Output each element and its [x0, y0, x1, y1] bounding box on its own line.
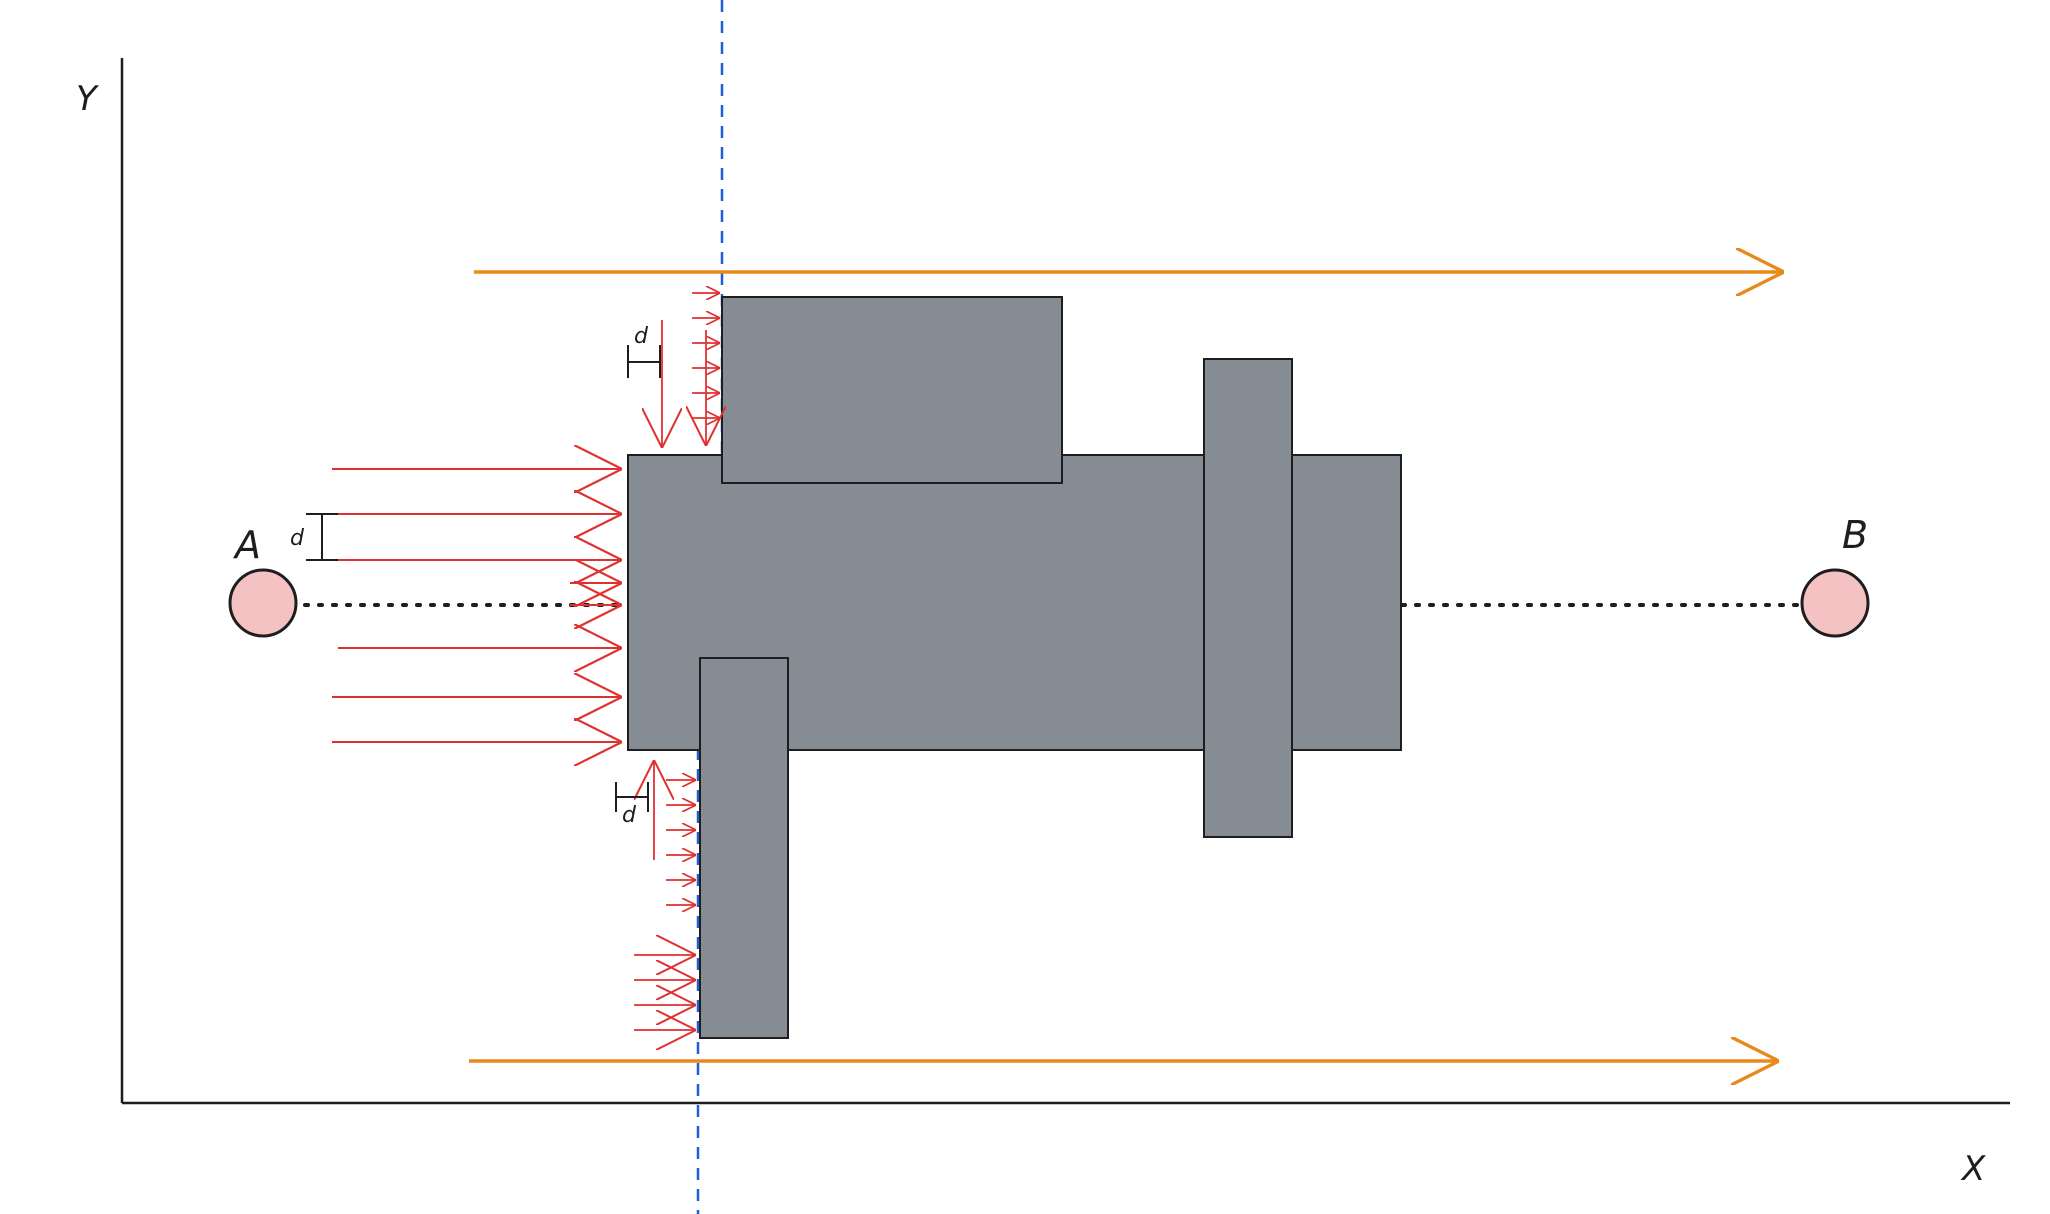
obstacle-top — [721, 296, 1063, 484]
obstacles — [627, 296, 1402, 1039]
rays-left — [332, 469, 622, 742]
y-axis-label: Y — [76, 79, 99, 119]
point-b-label: B — [1842, 513, 1868, 557]
point-b — [1800, 568, 1870, 638]
obstacle-bottom — [699, 657, 789, 1039]
x-axis-label: X — [1960, 1149, 1986, 1189]
spacing-label-top: d — [634, 324, 649, 349]
obstacle-right — [1203, 358, 1293, 838]
spacing-marker-bottom — [615, 782, 649, 812]
spacing-marker-left — [306, 513, 338, 561]
rays-upper — [662, 293, 720, 448]
point-a — [228, 568, 298, 638]
points: A B — [228, 513, 1870, 638]
point-a-label: A — [232, 523, 261, 567]
axes: Y X — [76, 58, 2010, 1189]
spacing-label-bottom: d — [622, 803, 637, 828]
spacing-markers — [306, 345, 661, 812]
spacing-marker-top — [627, 345, 661, 378]
rays-lower — [634, 760, 696, 1030]
flow-arrows — [469, 272, 1784, 1061]
spacing-label-left: d — [290, 526, 305, 551]
